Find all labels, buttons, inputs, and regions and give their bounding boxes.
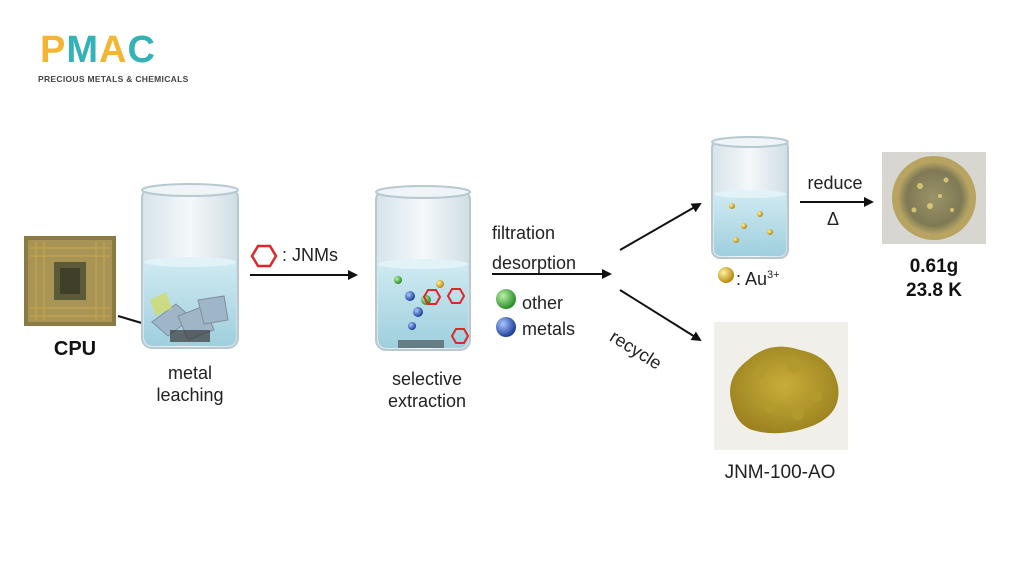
filtration-label: filtration desorption xyxy=(492,218,602,278)
logo-letter-p: P xyxy=(40,29,67,71)
product-label: JNM-100-AO xyxy=(724,462,836,483)
jnms-label: : JNMs xyxy=(282,245,338,265)
reduce-label: reduce xyxy=(807,173,863,193)
extraction-label: selective extraction xyxy=(372,368,482,412)
other-metals-blue-ball xyxy=(496,317,516,337)
arrow-recycle xyxy=(619,289,702,342)
other-metals-label: other metals xyxy=(522,290,592,342)
cpu-label: CPU xyxy=(53,338,97,360)
extraction-label-line1: selective xyxy=(391,369,463,389)
filtration-label-line1: filtration xyxy=(492,223,556,243)
logo-letter-c: C xyxy=(127,29,156,71)
gold-result-label: 0.61g 23.8 K xyxy=(884,255,984,303)
other-metals-line1: other xyxy=(522,293,564,313)
extraction-beaker xyxy=(375,185,471,351)
filtration-label-line2: desorption xyxy=(492,253,577,273)
leaching-beaker xyxy=(141,183,239,349)
other-metals-line2: metals xyxy=(522,319,576,339)
extraction-label-line2: extraction xyxy=(387,391,467,411)
logo-letter-m: M xyxy=(66,29,100,71)
logo-letter-a: A xyxy=(99,29,128,71)
gold-product-image xyxy=(882,152,986,244)
arrow-to-gold-solution xyxy=(619,203,702,251)
gold-ion-text: : Au xyxy=(736,269,768,289)
gold-ion-charge: 3+ xyxy=(767,269,780,281)
logo-wordmark: PMAC xyxy=(40,28,156,72)
gold-mass-value: 0.61g xyxy=(909,256,959,277)
other-metals-green-ball xyxy=(496,289,516,309)
gold-ion-ball-icon xyxy=(718,267,734,283)
jnm-hexagon-icon xyxy=(250,244,278,268)
leaching-label: metal leaching xyxy=(140,362,240,406)
delta-symbol: Δ xyxy=(826,209,840,229)
cpu-chip-image xyxy=(24,236,116,326)
gold-ion-label: : Au3+ xyxy=(736,264,806,290)
leaching-label-line2: leaching xyxy=(156,385,224,405)
leaching-label-line1: metal xyxy=(167,363,212,383)
jnm-powder-image xyxy=(714,322,848,450)
logo-subtitle: PRECIOUS METALS & CHEMICALS xyxy=(38,74,189,84)
gold-solution-beaker xyxy=(711,136,789,259)
gold-karat-value: 23.8 K xyxy=(906,280,962,301)
